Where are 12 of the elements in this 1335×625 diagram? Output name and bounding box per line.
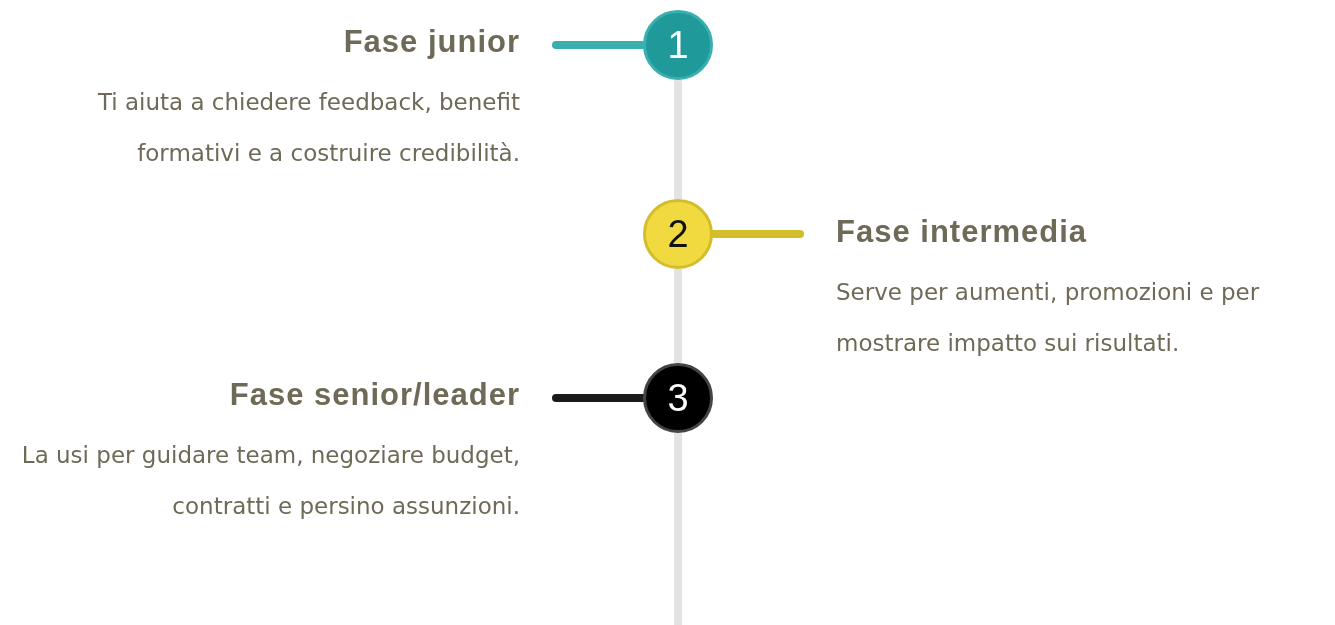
timeline-line [674,269,682,363]
step-number-circle: 1 [643,10,713,80]
phase-heading: Fase intermedia [836,213,1088,251]
phase-heading: Fase junior [343,23,520,61]
step-number-circle: 2 [643,199,713,269]
phase-description: Ti aiuta a chiedere feedback, benefit formativi e a costruire credibilità. [96,88,520,168]
phase-heading: Fase senior/leader [229,376,520,414]
phase-description: La usi per guidare team, negoziare budget, contratti e persino assunzioni. [20,441,520,521]
timeline-line [674,433,682,625]
step-number-circle: 3 [643,363,713,433]
phase-description: Serve per aumenti, promozioni e per mostrare impatto sui risultati. [836,278,1261,358]
timeline-line [674,80,682,199]
